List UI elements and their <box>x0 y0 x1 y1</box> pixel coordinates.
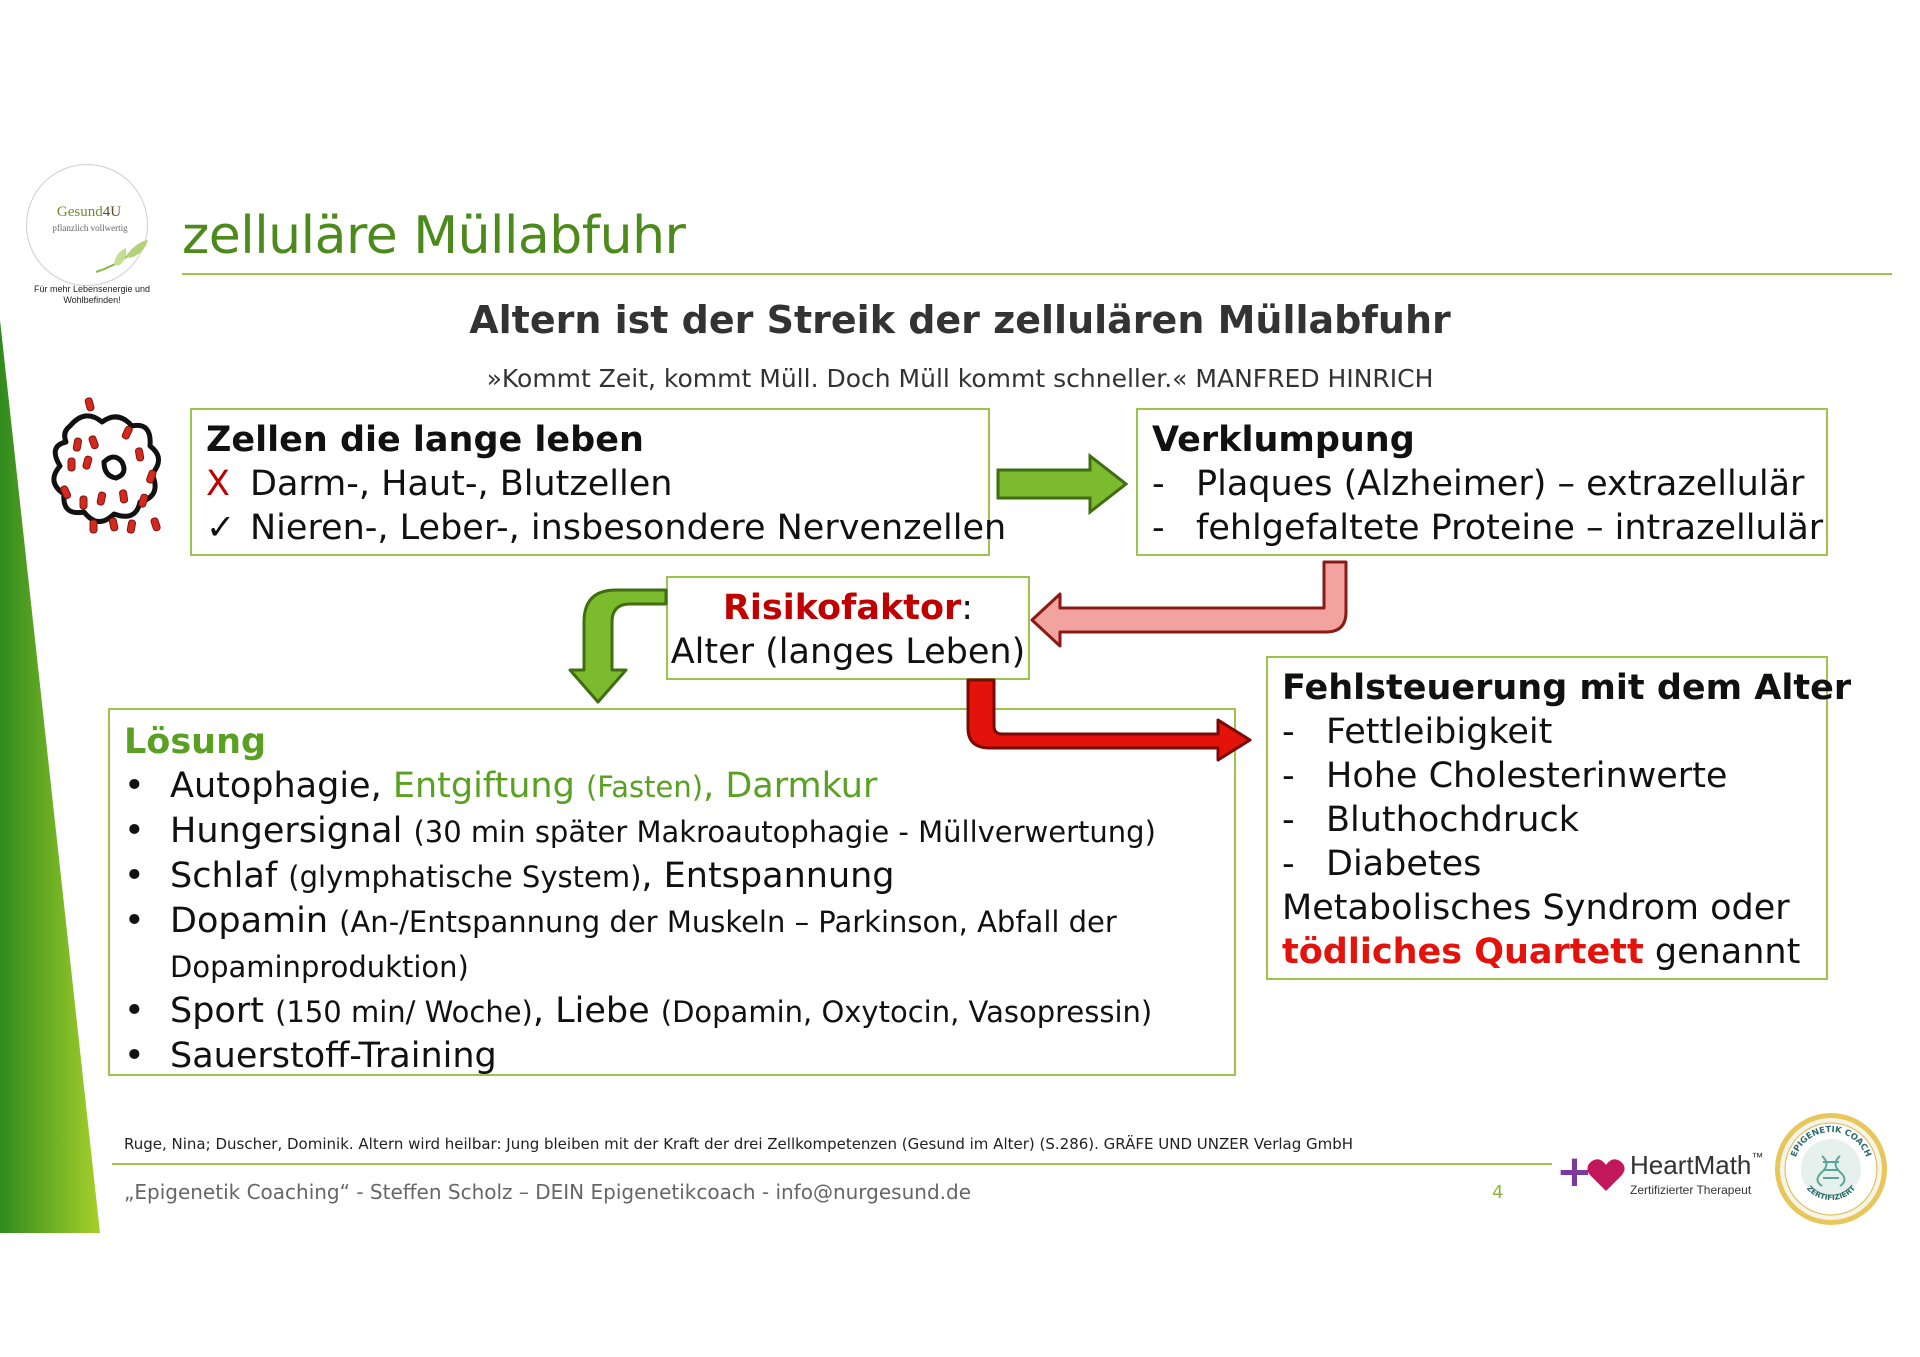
source-footnote: Ruge, Nina; Duscher, Dominik. Altern wir… <box>124 1135 1354 1153</box>
list-item: •Hungersignal (30 min später Makroautoph… <box>124 811 1156 851</box>
footer-divider <box>112 1163 1552 1165</box>
logo-subtitle: pflanzlich vollwertig <box>52 223 128 233</box>
risk-label: Risikofaktor: <box>722 588 974 628</box>
heart-icon <box>1587 1159 1625 1191</box>
arrow-right-green <box>996 452 1129 516</box>
logo-circle <box>26 164 148 286</box>
list-item: •Autophagie, Entgiftung (Fasten), Darmku… <box>124 766 878 806</box>
list-item: •Schlaf (glymphatische System), Entspann… <box>124 856 895 896</box>
cell-aggregate-icon <box>51 397 161 534</box>
certification-seal-icon: EPIGENETIK COACH ZERTIFIZIERT <box>1775 1113 1887 1225</box>
quartet-text: tödliches Quartett genannt <box>1282 932 1801 972</box>
list-item: •Sport (150 min/ Woche), Liebe (Dopamin,… <box>124 991 1153 1031</box>
logo-name: Gesund4U <box>56 204 122 220</box>
box-title: Lösung <box>124 722 267 762</box>
misregulation-box: Fehlsteuerung mit dem Alter -Fettleibigk… <box>1266 656 1851 980</box>
list-item: ✓Nieren-, Leber-, insbesondere Nervenzel… <box>206 508 1007 548</box>
logo-claim: Für mehr Lebensenergie und Wohlbefinden! <box>33 284 151 305</box>
x-mark-icon: X <box>206 464 230 504</box>
left-accent-bar <box>0 320 100 1233</box>
page-number: 4 <box>1492 1182 1504 1203</box>
check-icon: ✓ <box>206 508 236 548</box>
list-item: -fehlgefaltete Proteine – intrazellulär <box>1152 508 1824 548</box>
risk-text: Alter (langes Leben) <box>670 632 1026 672</box>
box-title: Fehlsteuerung mit dem Alter <box>1282 668 1852 708</box>
list-item: •Sauerstoff-Training <box>124 1036 497 1076</box>
list-item: -Diabetes <box>1282 844 1482 884</box>
heartmath-logo: HeartMath™ <box>1630 1150 1764 1180</box>
heartmath-subtitle: Zertifizierter Therapeut <box>1630 1183 1752 1197</box>
list-item: -Bluthochdruck <box>1282 800 1579 840</box>
slide-subtitle: Altern ist der Streik der zellulären Mül… <box>469 298 1451 342</box>
leaf-icon <box>95 240 148 273</box>
arrow-down-left-pink <box>1030 560 1348 648</box>
risk-factor-box: Risikofaktor: Alter (langes Leben) <box>666 576 1030 680</box>
footer-text: „Epigenetik Coaching“ - Steffen Scholz –… <box>124 1180 972 1204</box>
solution-box: Lösung •Autophagie, Entgiftung (Fasten),… <box>108 708 1236 1076</box>
list-item: -Hohe Cholesterinwerte <box>1282 756 1728 796</box>
clumping-box: Verklumpung -Plaques (Alzheimer) – extra… <box>1136 408 1828 556</box>
box-title: Zellen die lange leben <box>206 420 644 460</box>
list-item: -Fettleibigkeit <box>1282 712 1553 752</box>
list-item: •Dopamin (An-/Entspannung der Muskeln – … <box>124 901 1117 984</box>
box-title: Verklumpung <box>1152 420 1415 460</box>
arrow-down-green <box>568 588 668 704</box>
quote: »Kommt Zeit, kommt Müll. Doch Müll kommt… <box>486 364 1434 393</box>
title-divider <box>182 273 1892 275</box>
arrow-right-red <box>966 678 1252 762</box>
plus-icon: + <box>1556 1146 1593 1197</box>
list-item: -Plaques (Alzheimer) – extrazellulär <box>1152 464 1805 504</box>
gesund4u-logo: Gesund4U pflanzlich vollwertig Für mehr … <box>22 160 162 320</box>
page-title: zelluläre Müllabfuhr <box>182 206 686 266</box>
syndrome-text: Metabolisches Syndrom oder <box>1282 888 1790 928</box>
